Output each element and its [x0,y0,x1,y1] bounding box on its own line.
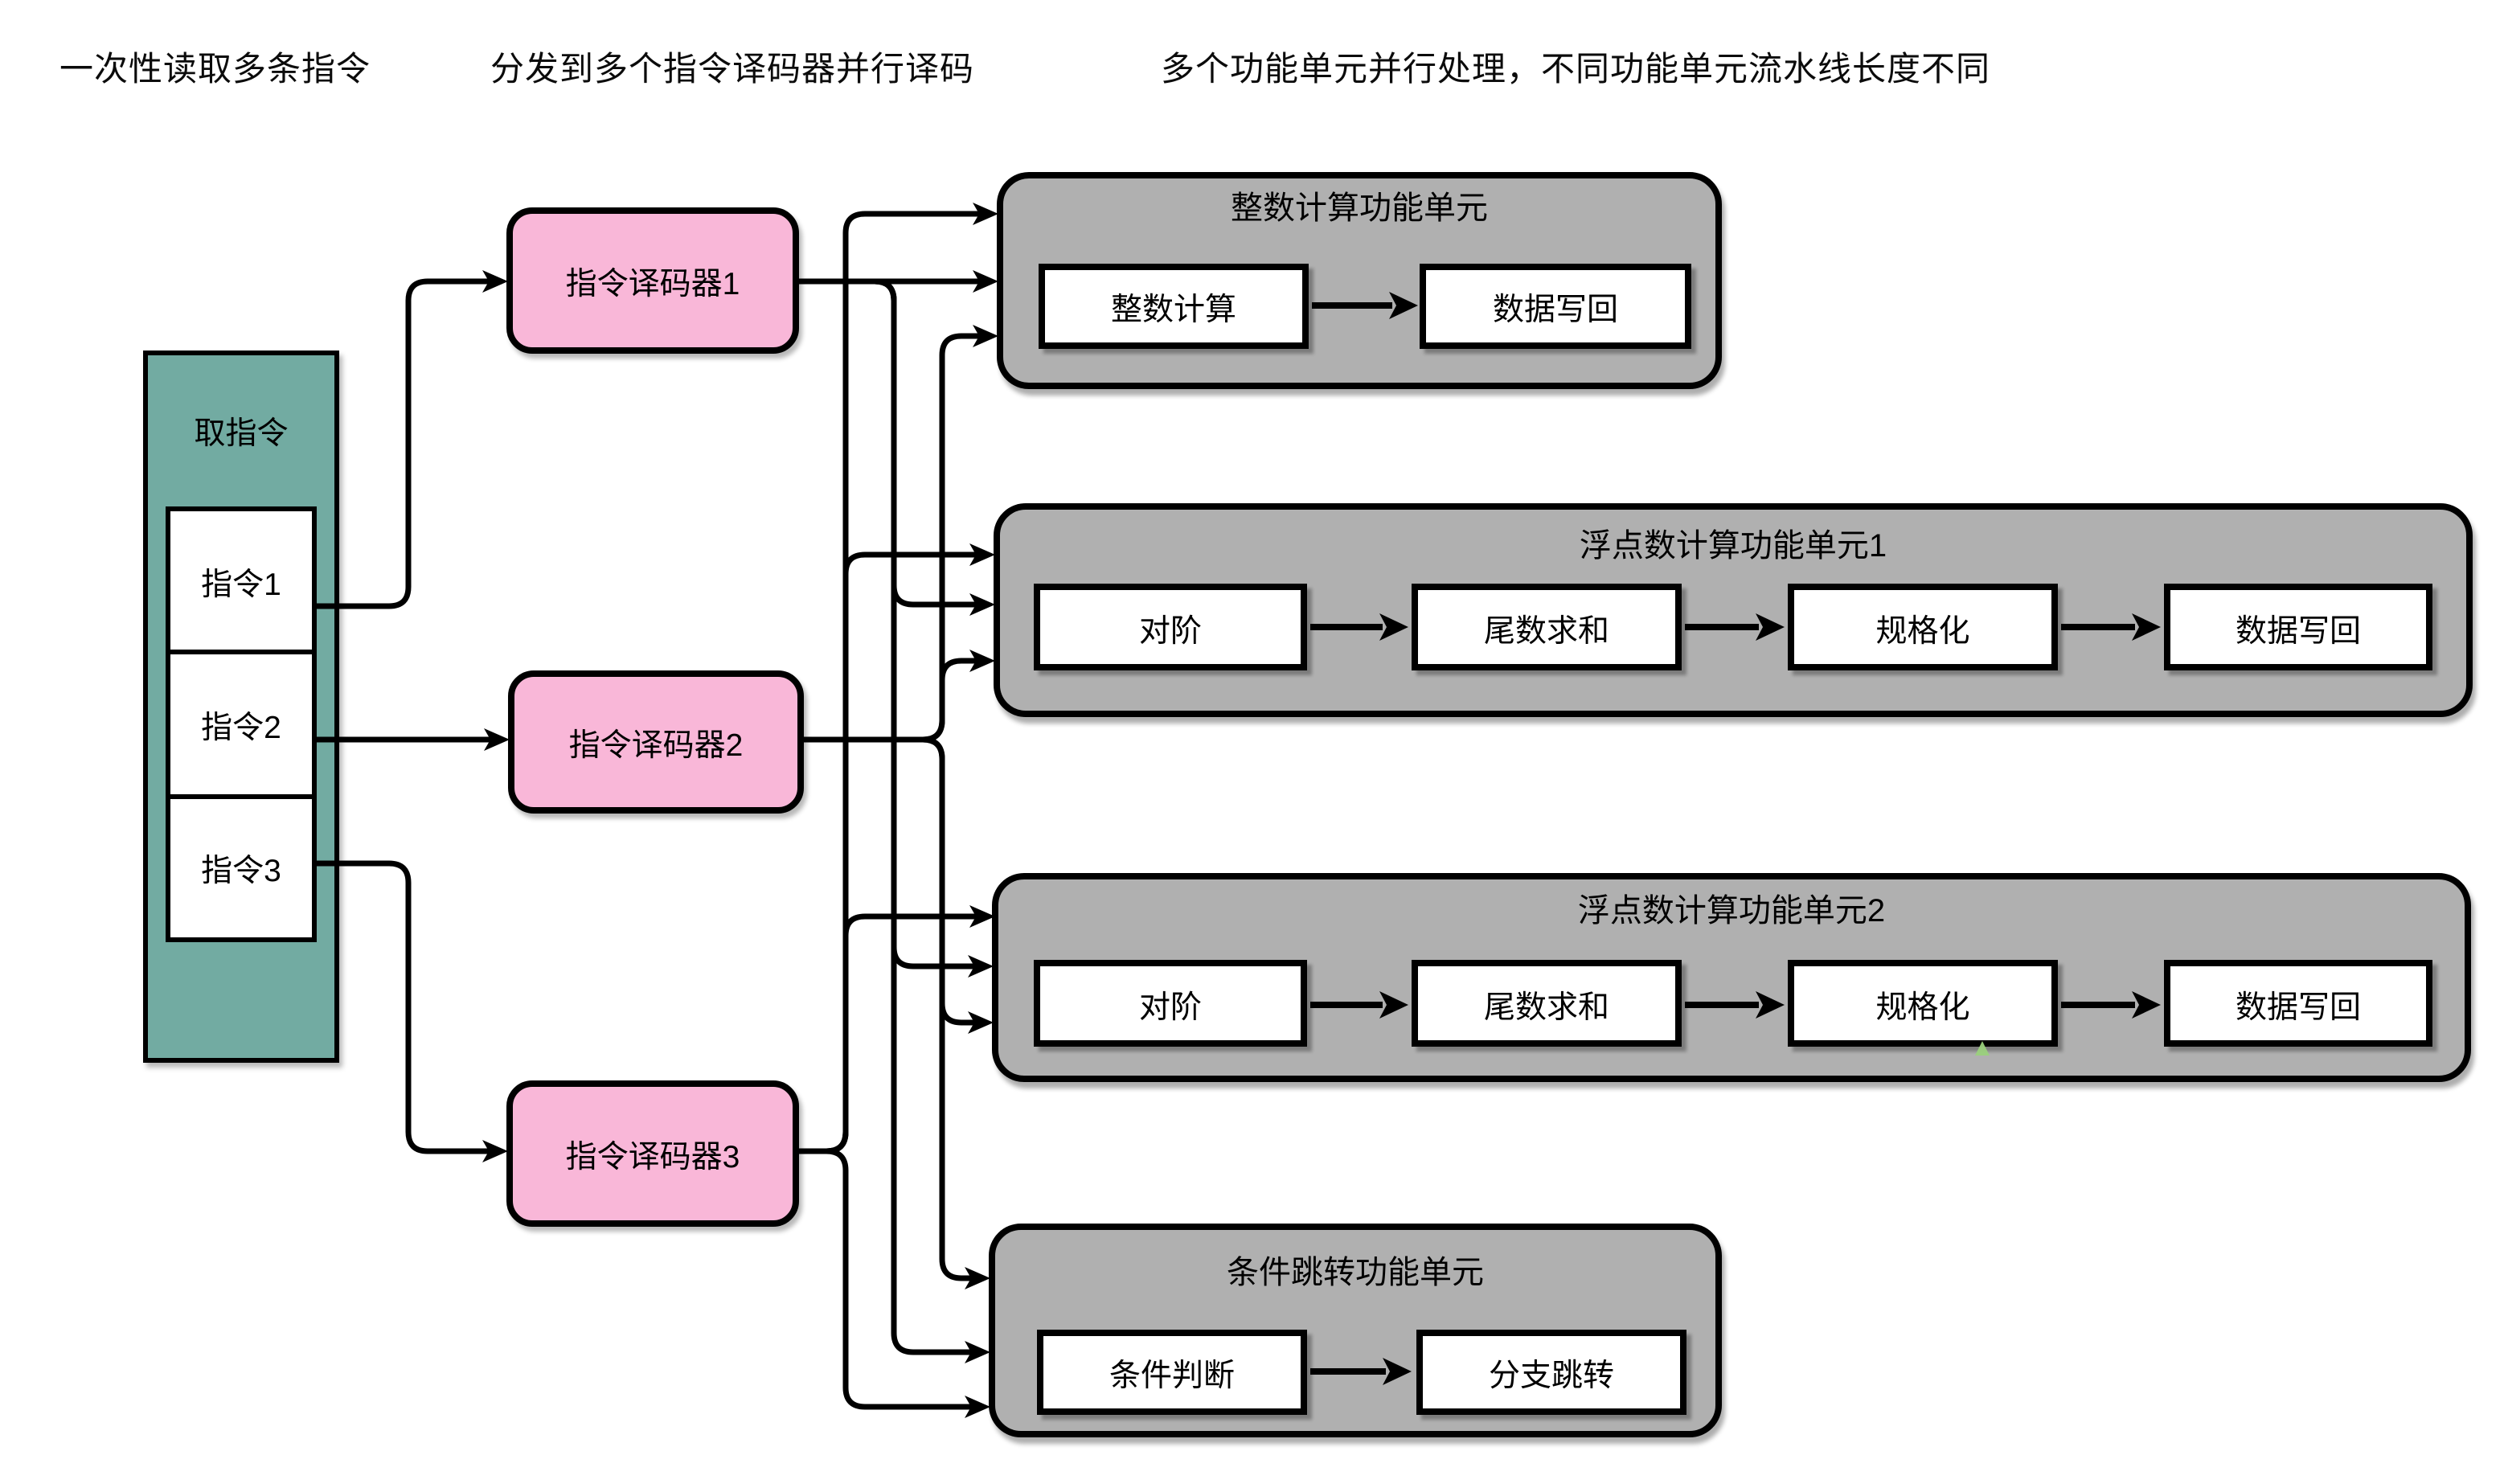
integer-unit-title: 整数计算功能单元 [1231,191,1488,227]
fetch-unit-title: 取指令 [194,416,289,451]
fpu2-unit: 浮点数计算功能单元2 对阶 尾数求和 规格化 数据写回 [992,873,2471,1082]
fpu2-stage-mantissa: 尾数求和 [1412,960,1682,1047]
arrowhead [968,955,994,978]
arrowhead [973,325,998,347]
decoder-1: 指令译码器1 [506,207,799,354]
arrowhead [965,1267,990,1289]
connector-decoder1-fpu1 [799,278,995,616]
arrowhead [973,203,998,225]
arrowhead [484,728,510,751]
arrowhead [969,593,995,616]
fpu1-unit-title: 浮点数计算功能单元1 [1579,529,1887,564]
instruction-1: 指令1 [170,511,312,650]
connector-decoder2-branch [804,736,990,1289]
annotation-parallel: 多个功能单元并行处理，不同功能单元流水线长度不同 [1161,51,1990,88]
connector-decoder1-integer [799,270,998,293]
fpu1-stage-normalize: 规格化 [1788,584,2058,670]
instruction-2: 指令2 [170,650,312,794]
integer-unit: 整数计算功能单元 整数计算 数据写回 [997,172,1722,389]
arrowhead [482,1140,508,1162]
connector-decoder2-fpu2 [804,736,994,1034]
branch-unit-title: 条件跳转功能单元 [1227,1256,1484,1291]
annotation-dispatch: 分发到多个指令译码器并行译码 [490,51,974,88]
fpu1-stage-writeback: 数据写回 [2164,584,2432,670]
connector-decoder1-fpu2 [799,278,994,978]
decoder-3: 指令译码器3 [506,1080,799,1227]
connector-decoder3-integer [799,203,998,1154]
fpu1-unit: 浮点数计算功能单元1 对阶 尾数求和 规格化 数据写回 [994,503,2473,717]
connector-decoder2-fpu1 [804,650,995,743]
connector-decoder2-integer [804,325,998,743]
fpu2-stage-align: 对阶 [1034,960,1307,1047]
arrowhead [482,270,508,293]
connector-instr3-decoder3 [315,860,508,1162]
connector-decoder3-branch [799,1148,990,1418]
connector-decoder3-fpu1 [799,543,995,1154]
stage-condition-judge: 条件判断 [1037,1330,1307,1415]
fpu2-unit-title: 浮点数计算功能单元2 [1577,894,1886,929]
stage-integer-writeback: 数据写回 [1420,264,1691,349]
branch-unit: 条件跳转功能单元 条件判断 分支跳转 [989,1224,1722,1437]
instruction-3: 指令3 [170,793,312,937]
fpu1-stage-mantissa: 尾数求和 [1412,584,1682,670]
instruction-queue: 指令1 指令2 指令3 [166,506,317,942]
arrowhead [973,270,998,293]
arrowhead [969,650,995,672]
decoder-2: 指令译码器2 [508,670,804,814]
connector-instr2-decoder2 [315,728,510,751]
fpu2-stage-writeback: 数据写回 [2164,960,2432,1047]
arrowhead [965,1341,990,1363]
arrowhead [968,1011,994,1034]
connector-instr1-decoder1 [315,270,508,609]
arrowhead [969,543,995,566]
fpu2-stage-normalize: 规格化 [1788,960,2058,1047]
annotation-fetch: 一次性读取多条指令 [59,51,371,88]
stage-branch-jump: 分支跳转 [1416,1330,1686,1415]
fpu1-stage-align: 对阶 [1034,584,1307,670]
fetch-unit-box: 取指令 指令1 指令2 指令3 [143,351,339,1063]
connector-decoder3-fpu2 [799,905,995,1154]
stage-integer-compute: 整数计算 [1039,264,1309,349]
arrowhead [965,1396,990,1418]
connector-decoder1-branch [799,278,990,1363]
